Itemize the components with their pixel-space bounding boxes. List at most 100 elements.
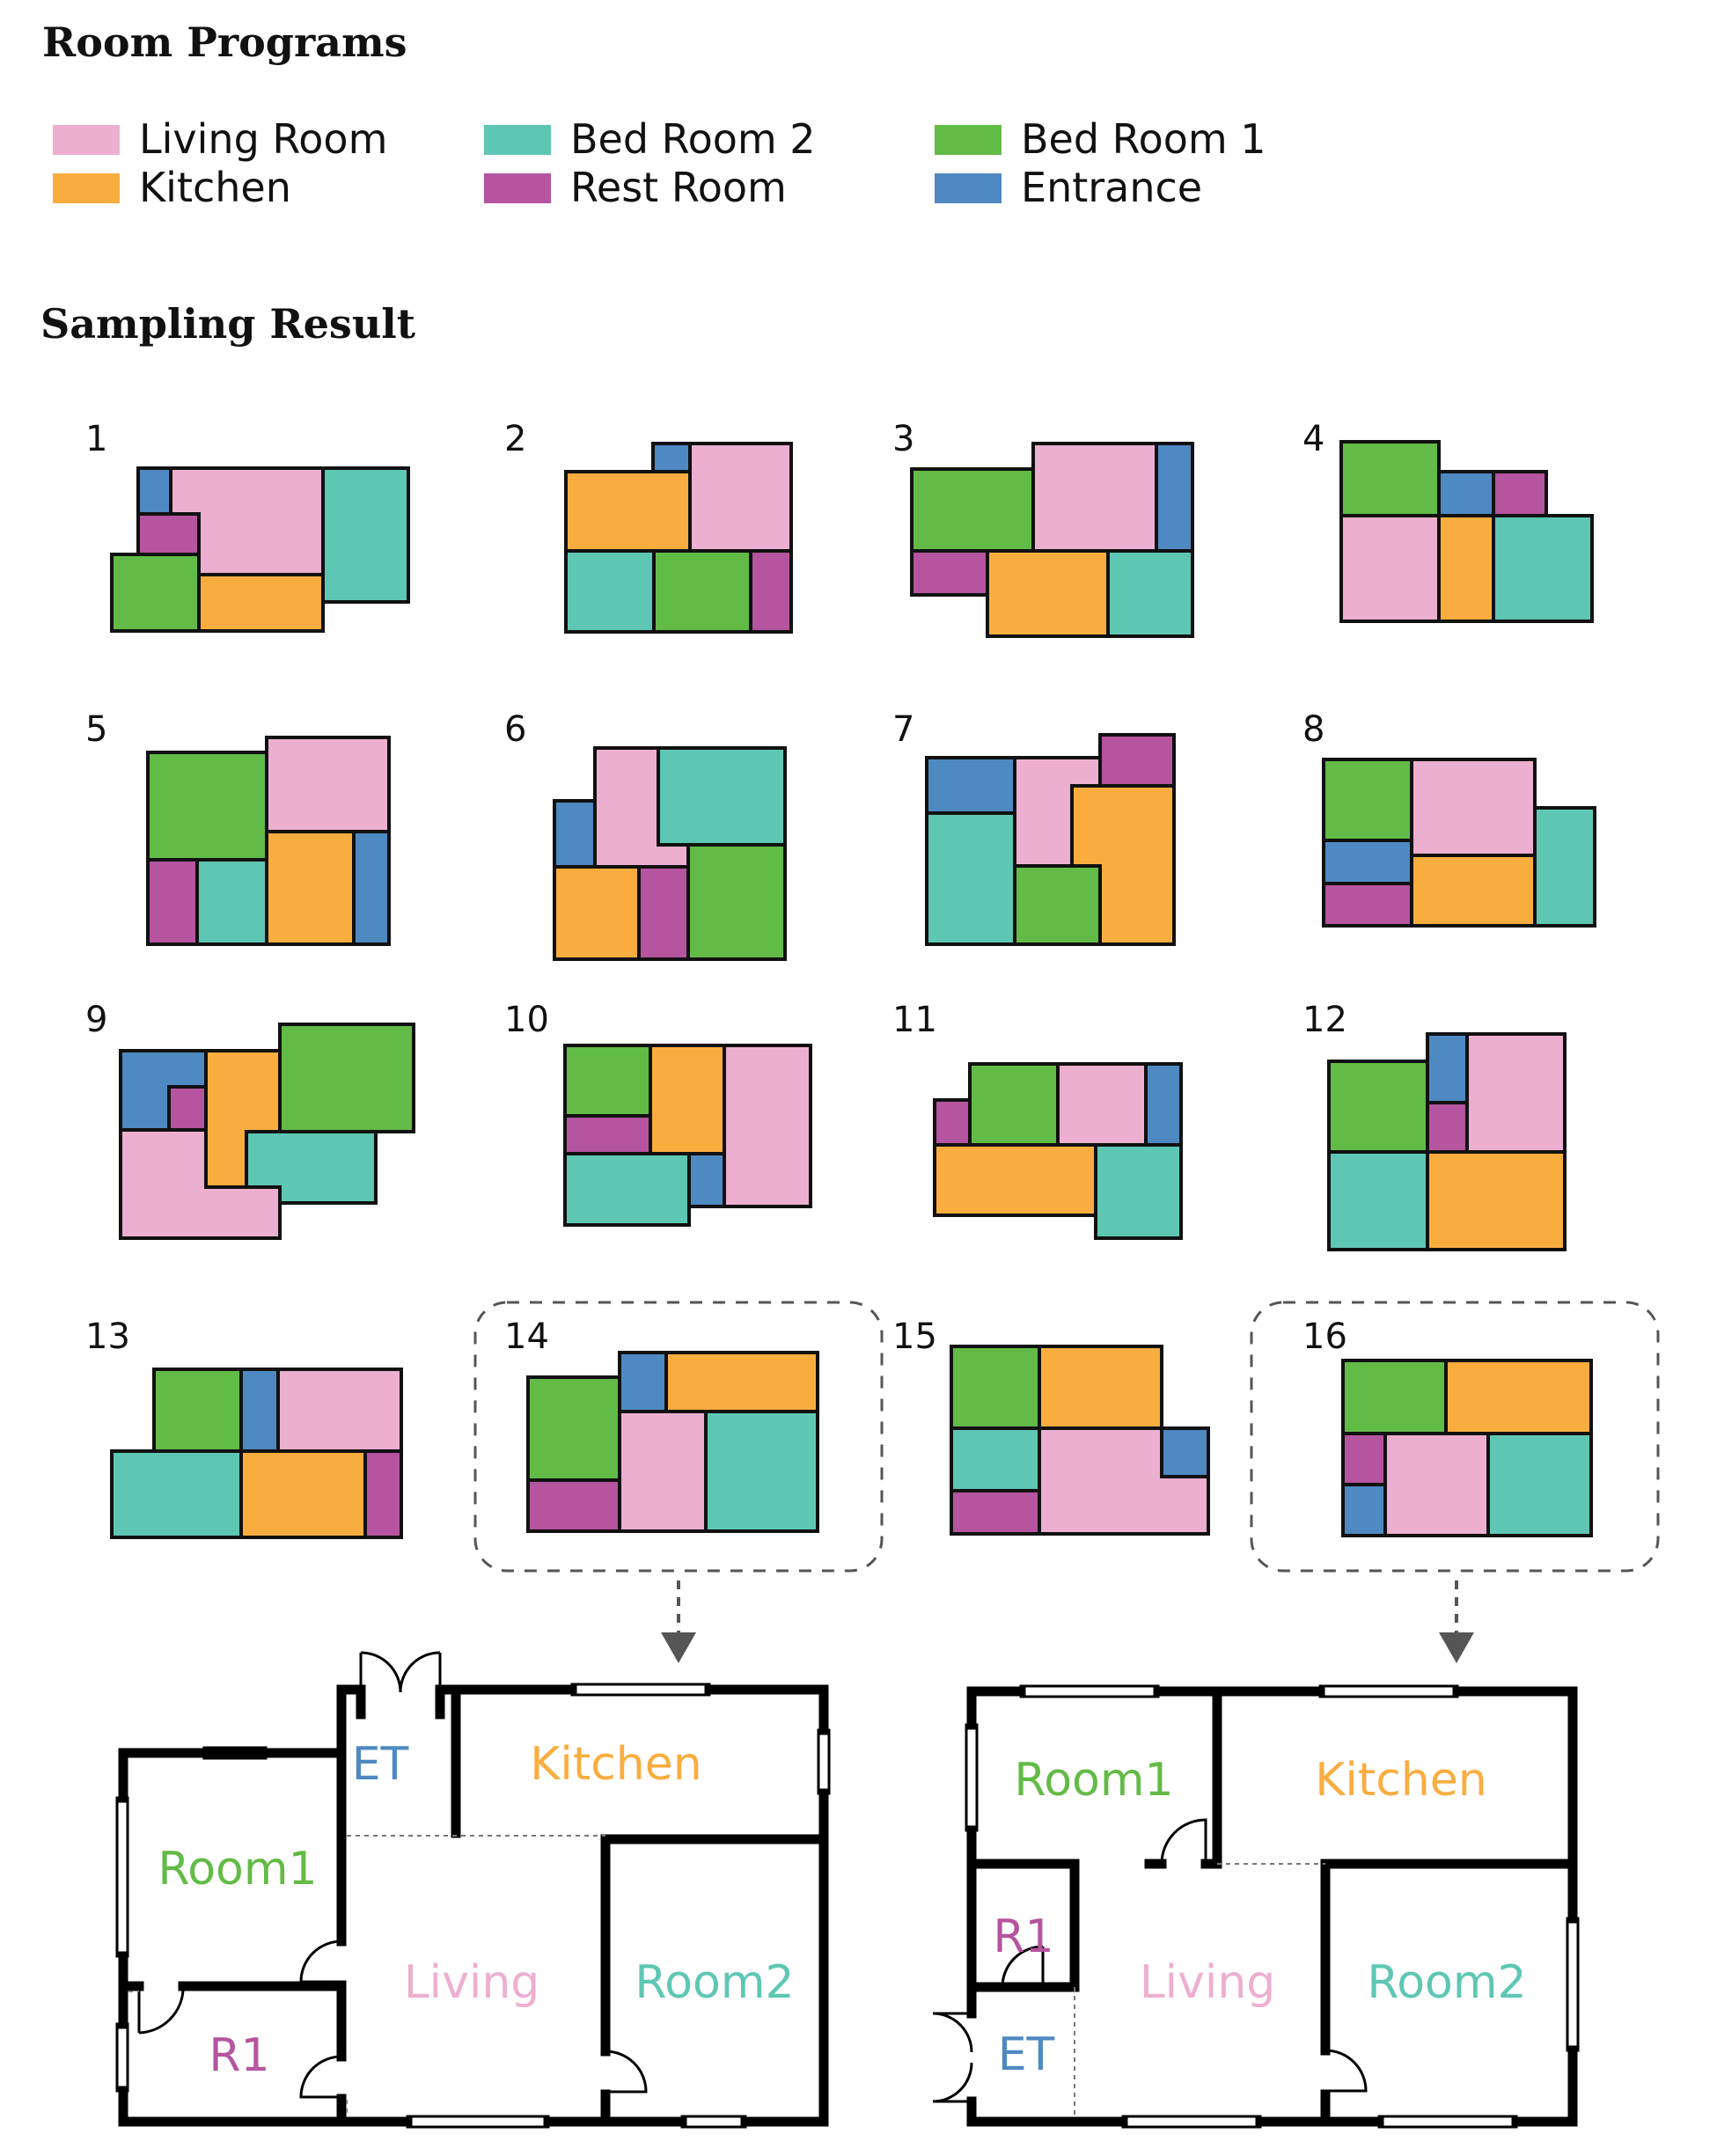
layout-6-entrance [553,799,597,869]
layout-7-bed2 [925,811,1016,946]
layout-13-entrance [239,1368,280,1453]
sample-number-7: 7 [892,709,914,750]
layout-10-kitchen [649,1044,726,1155]
legend-swatch-living [53,125,120,155]
room-programs-heading: Room Programs [42,18,407,66]
layout-15 [950,1345,1210,1536]
sample-number-5: 5 [85,709,107,750]
sample-number-3: 3 [892,419,914,459]
legend-label-kitchen: Kitchen [139,164,291,211]
layout-2-kitchen [564,470,692,553]
sample-14-highlight [473,1301,884,1573]
plan-14-label-room1: Room1 [158,1843,317,1896]
layout-5-bed2 [195,858,268,946]
plan-14-label-room2: Room2 [635,1956,794,2009]
sample-number-16: 16 [1302,1316,1347,1357]
legend-label-bed1: Bed Room 1 [1021,115,1266,163]
layout-10 [563,1044,812,1227]
sample-16-highlight [1250,1301,1660,1573]
layout-7-rest [1098,733,1176,788]
layout-12-living [1465,1032,1567,1154]
layout-9-living [119,1128,282,1240]
floor-plan-16: Room1 Kitchen R1 Living Room2 ET [932,1684,1580,2129]
legend-label-entrance: Entrance [1021,164,1202,211]
layout-16-bed1 [1341,1359,1448,1435]
layout-12-entrance [1426,1032,1469,1104]
layout-3-kitchen [986,549,1110,638]
legend-swatch-rest [484,173,551,203]
layout-11-bed1 [968,1062,1060,1147]
layout-8-rest [1322,882,1413,928]
plan-16-label-room1: Room1 [1014,1754,1173,1807]
layout-3-bed2 [1106,549,1194,638]
layout-14-kitchen [664,1351,819,1413]
layout-9-rest [167,1085,208,1132]
layout-14-rest [526,1478,621,1533]
layout-1-entrance [136,466,172,516]
layout-7-bed1 [1013,864,1102,946]
layout-10-living [723,1044,812,1208]
sample-number-15: 15 [892,1316,937,1357]
layout-4-bed1 [1339,440,1441,517]
layout-1-bed2 [321,466,410,604]
sample-number-11: 11 [892,1000,937,1040]
layout-16-bed2 [1486,1432,1593,1537]
plan-14-label-kitchen: Kitchen [530,1738,701,1791]
layout-14 [526,1351,819,1533]
layout-6-rest [637,865,690,961]
sample-number-14: 14 [504,1316,549,1357]
legend-label-living: Living Room [139,115,387,163]
sample-number-2: 2 [504,419,526,459]
layout-8-living [1410,758,1537,857]
layout-8-entrance [1322,839,1413,885]
layout-11 [933,1062,1183,1240]
layout-11-rest [933,1098,972,1147]
layout-11-bed2 [1094,1143,1183,1240]
layout-3-living [1031,442,1158,553]
layout-7 [925,733,1176,946]
layout-6-bed1 [686,843,787,961]
layout-16-entrance [1341,1483,1387,1537]
layout-16-rest [1341,1432,1387,1486]
layout-15-rest [950,1489,1041,1536]
layout-14-bed2 [704,1410,819,1533]
layout-16-kitchen [1444,1359,1593,1435]
layout-4-rest [1492,470,1548,517]
layout-15-bed1 [950,1345,1041,1430]
layout-12-kitchen [1426,1150,1567,1251]
plan-16-label-et: ET [998,2028,1055,2081]
layout-3-entrance [1155,442,1194,553]
layout-3-bed1 [910,467,1035,553]
layout-3-rest [910,549,989,597]
layout-8 [1322,758,1596,928]
layout-11-kitchen [933,1143,1097,1217]
arrow-16-to-plan [1439,1580,1474,1663]
legend-swatch-bed2 [484,125,551,155]
layout-4-entrance [1437,470,1495,517]
plan-16-label-room2: Room2 [1367,1956,1526,2009]
layout-4 [1339,440,1594,623]
layout-1 [110,466,410,633]
layout-14-entrance [618,1351,668,1413]
layout-13-rest [363,1449,403,1539]
layout-11-entrance [1144,1062,1183,1147]
layout-1-bed1 [110,553,201,633]
sample-number-12: 12 [1302,1000,1347,1040]
layout-15-entrance [1160,1426,1210,1478]
layout-6-bed2 [657,746,787,847]
legend: Living Room Kitchen Bed Room 2 Rest Room… [53,115,1266,211]
plan-16-label-r1: R1 [993,1910,1053,1963]
plan-16-label-living: Living [1140,1956,1276,2009]
layout-5-bed1 [146,751,268,862]
sample-number-8: 8 [1302,709,1324,750]
sampling-result-heading: Sampling Result [40,300,416,348]
layout-14-bed1 [526,1375,621,1482]
layout-6-kitchen [553,865,641,961]
layout-8-kitchen [1410,854,1537,928]
layout-14-living [618,1410,708,1533]
layout-2-living [688,442,793,553]
layout-12-bed2 [1327,1150,1429,1251]
legend-swatch-bed1 [935,125,1002,155]
layout-3 [910,442,1194,638]
